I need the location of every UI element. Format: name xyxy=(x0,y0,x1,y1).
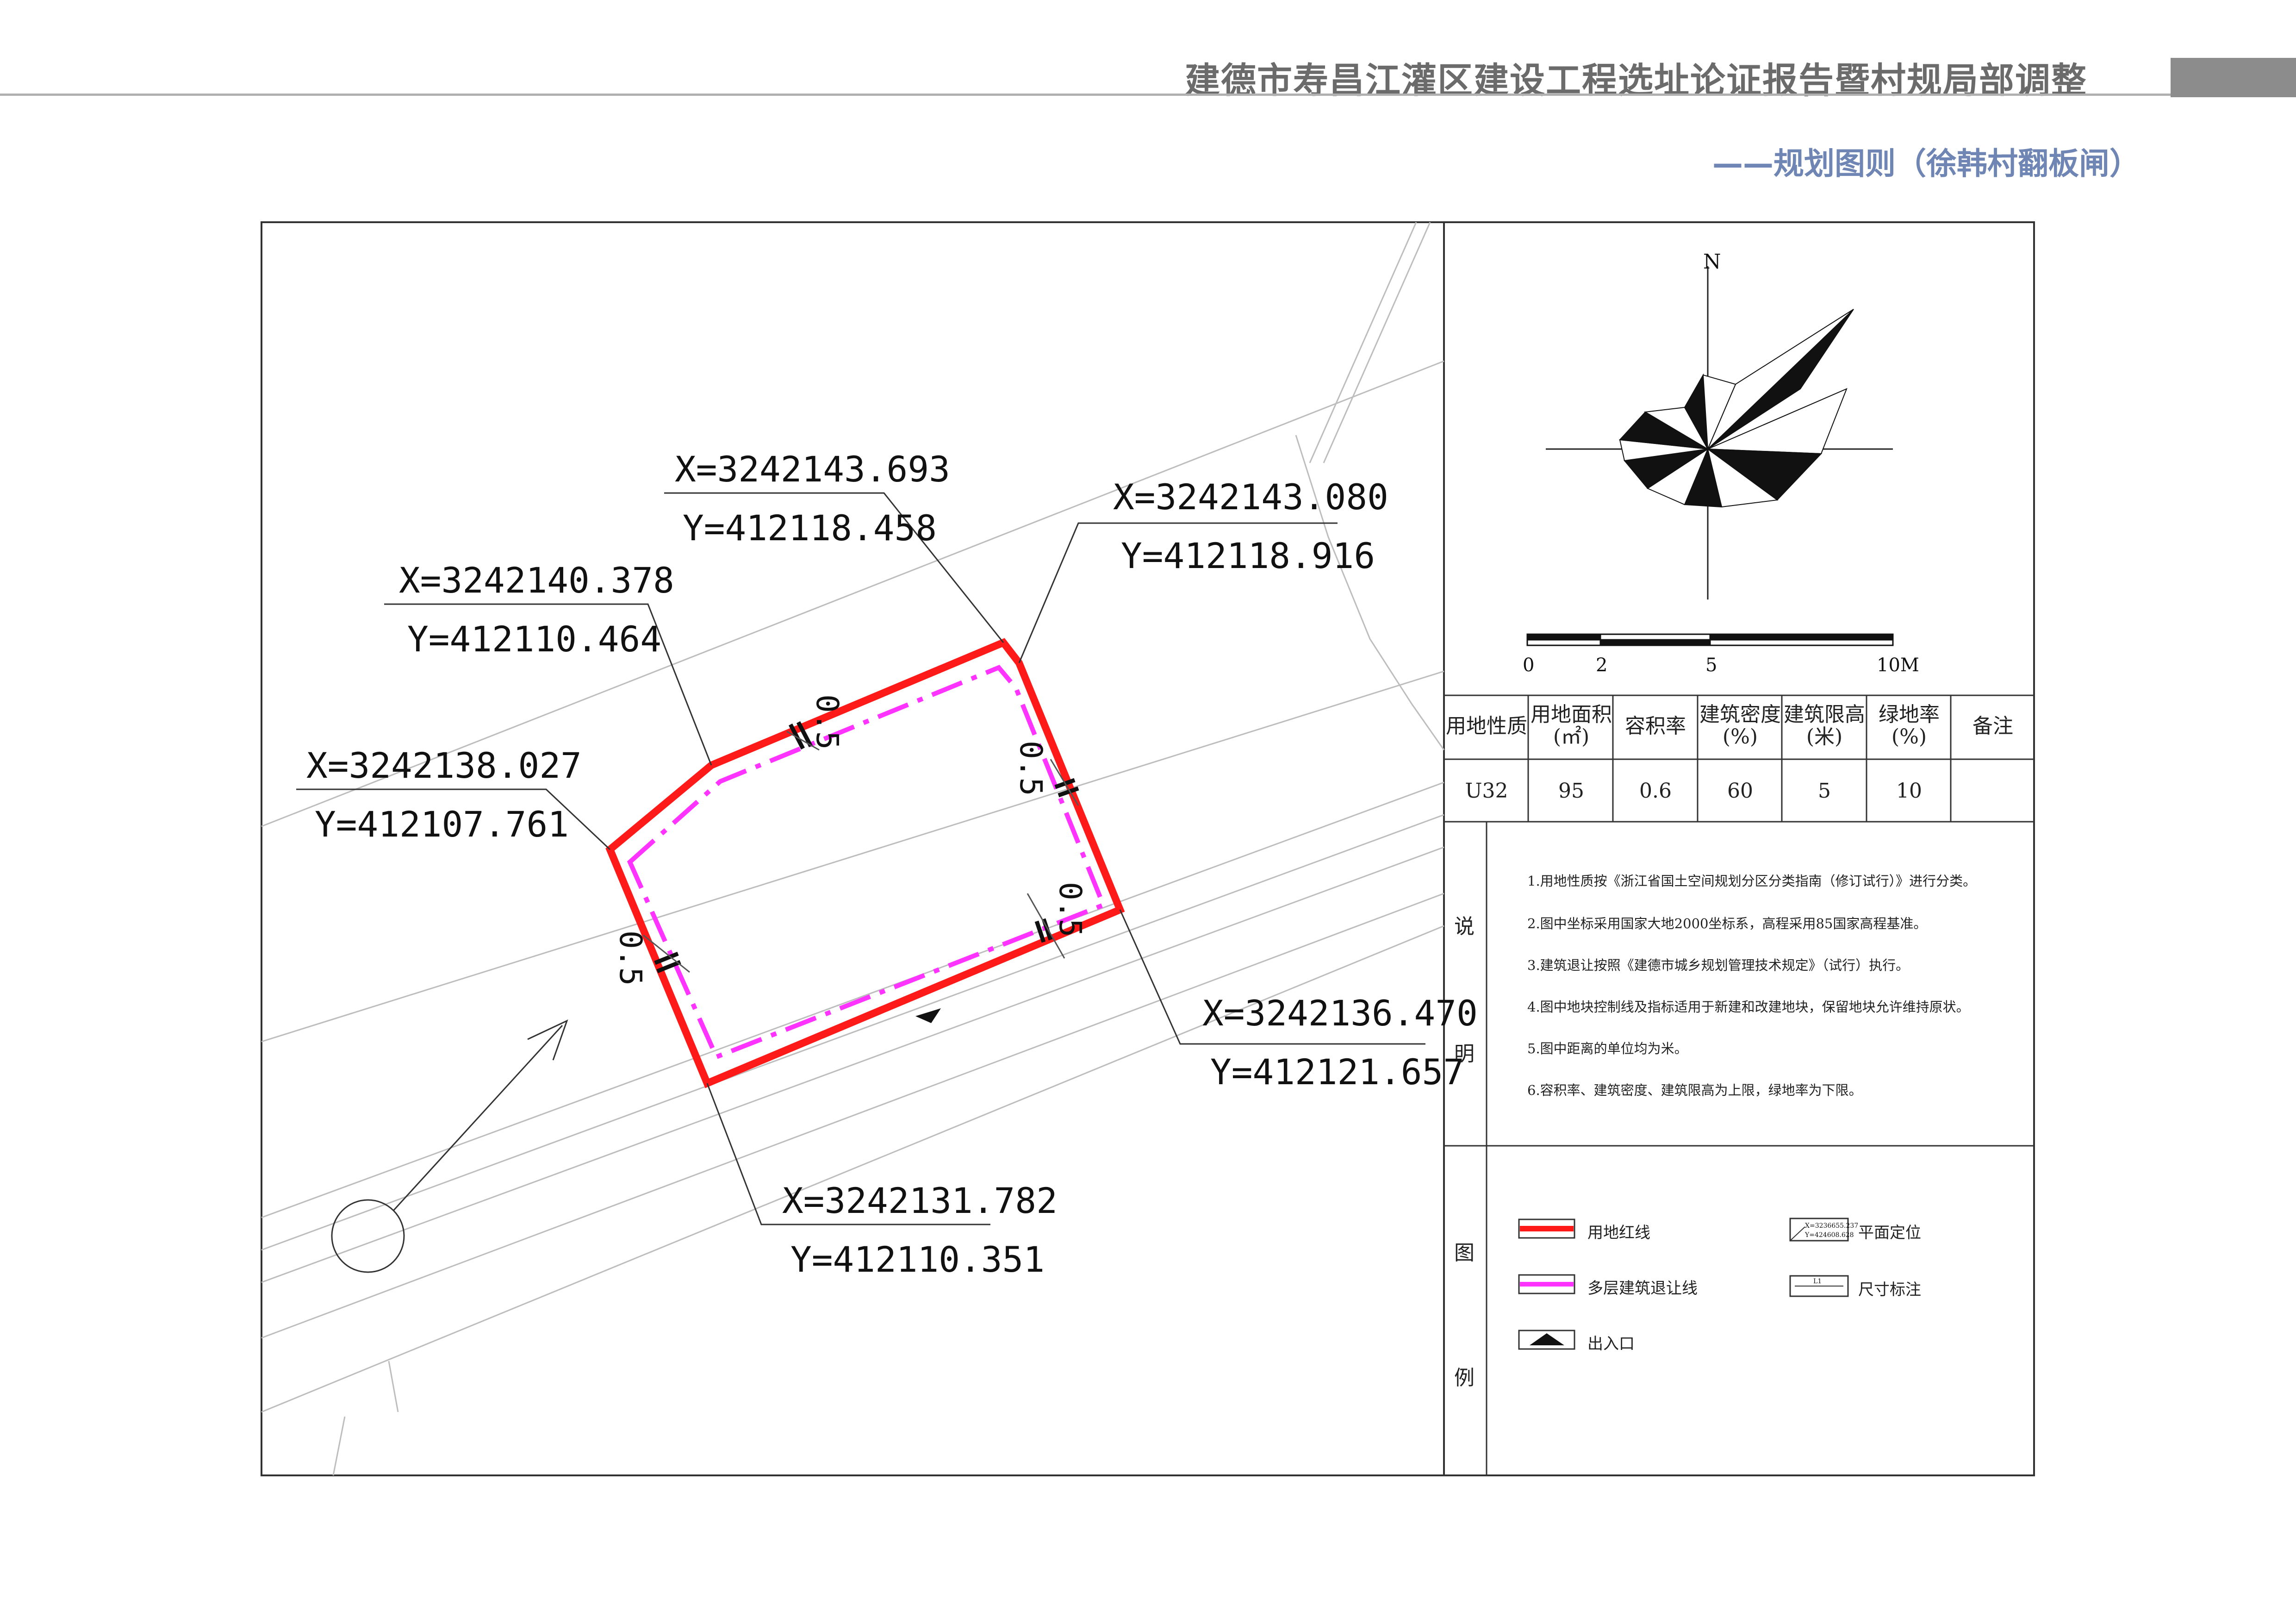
coord-x: X=3242131.782 xyxy=(782,1180,1058,1221)
legend-sample-dim: L1 xyxy=(1813,1278,1822,1285)
legend-sample-x: X=3236655.237 xyxy=(1805,1222,1858,1230)
table-cell: 0.6 xyxy=(1639,779,1672,803)
coord-y: Y=412110.464 xyxy=(407,618,661,660)
coord-x: X=3242138.027 xyxy=(306,745,582,786)
outer-frame xyxy=(261,221,2035,1476)
scale-bar xyxy=(1526,633,1894,646)
table-header: 容积率 xyxy=(1625,714,1686,738)
legend-symbols xyxy=(1518,1218,1849,1350)
notes-label: 明 xyxy=(1454,1042,1475,1066)
svg-text:2: 2 xyxy=(1596,655,1607,676)
legend-dimension: 尺寸标注 xyxy=(1858,1280,1921,1299)
compass-icon xyxy=(1546,266,1893,600)
table-header: 用地性质 xyxy=(1446,714,1527,738)
coord-y: Y=412107.761 xyxy=(315,804,569,845)
legend-entrance: 出入口 xyxy=(1587,1335,1635,1353)
entrance-marker xyxy=(915,1008,941,1023)
coord-y: Y=412121.657 xyxy=(1210,1051,1464,1093)
coord-x: X=3242140.378 xyxy=(399,560,674,601)
setback-label: 0.5 xyxy=(1052,882,1088,937)
svg-text:5: 5 xyxy=(1705,655,1717,676)
north-label: N xyxy=(1703,250,1721,274)
coordinate-leaders xyxy=(296,492,1425,1225)
setback-label: 0.5 xyxy=(809,694,845,750)
note-item: 1.用地性质按《浙江省国土空间规划分区分类指南（修订试行）》进行分类。 xyxy=(1527,873,1977,889)
dimension-ticks xyxy=(654,721,1079,974)
notes-label: 说 xyxy=(1454,915,1475,938)
coord-x: X=3242143.080 xyxy=(1113,476,1388,518)
document-subtitle: ——规划图则（徐韩村翻板闸） xyxy=(1712,146,2140,181)
coord-y: Y=412118.458 xyxy=(683,507,937,549)
legend-setback-line: 多层建筑退让线 xyxy=(1587,1279,1698,1298)
note-item: 5.图中距离的单位均为米。 xyxy=(1527,1041,1688,1056)
table-header: 绿地率(%) xyxy=(1879,703,1940,749)
note-item: 6.容积率、建筑密度、建筑限高为上限，绿地率为下限。 xyxy=(1527,1082,1862,1098)
table-header: 建筑密度(%) xyxy=(1699,703,1781,749)
coord-x: X=3242143.693 xyxy=(675,449,950,490)
coord-x: X=3242136.470 xyxy=(1202,993,1478,1034)
table-header: 用地面积(㎡) xyxy=(1531,703,1612,749)
terrain-lines xyxy=(261,222,1445,1476)
note-item: 4.图中地块控制线及指标适用于新建和改建地块，保留地块允许维持原状。 xyxy=(1527,999,1970,1015)
legend-label: 图 xyxy=(1454,1241,1475,1265)
coordinate-labels: X=3242143.693 Y=412118.458 X=3242143.080… xyxy=(306,449,1478,1280)
legend-red-line: 用地红线 xyxy=(1587,1224,1650,1242)
table-cell: 95 xyxy=(1558,779,1584,803)
approach-arrow xyxy=(331,1019,568,1273)
note-item: 3.建筑退让按照《建德市城乡规划管理技术规定》（试行）执行。 xyxy=(1527,957,1910,973)
table-cell: 60 xyxy=(1727,779,1753,803)
land-red-line xyxy=(605,638,1125,1088)
table-cell: 10 xyxy=(1896,779,1922,803)
legend-sample-y: Y=424608.628 xyxy=(1804,1231,1854,1239)
coord-y: Y=412110.351 xyxy=(790,1239,1045,1280)
table-header: 备注 xyxy=(1972,714,2013,738)
legend-plan-position: 平面定位 xyxy=(1858,1224,1921,1242)
header-accent-bar xyxy=(2171,58,2296,97)
scale-labels: 0 2 5 10M xyxy=(1523,655,1919,676)
svg-text:10M: 10M xyxy=(1877,655,1919,676)
header-rule xyxy=(0,94,2171,96)
table-header: 建筑限高(米) xyxy=(1784,703,1865,749)
svg-text:0: 0 xyxy=(1523,655,1534,676)
table-cell: 5 xyxy=(1818,779,1831,803)
legend-label: 例 xyxy=(1454,1366,1475,1390)
table-cell: U32 xyxy=(1465,779,1508,803)
note-item: 2.图中坐标采用国家大地2000坐标系，高程采用85国家高程基准。 xyxy=(1527,916,1927,931)
building-setback-line xyxy=(627,664,1107,1060)
setback-label: 0.5 xyxy=(613,931,648,986)
setback-label: 0.5 xyxy=(1013,741,1049,796)
coord-y: Y=412118.916 xyxy=(1121,535,1375,576)
